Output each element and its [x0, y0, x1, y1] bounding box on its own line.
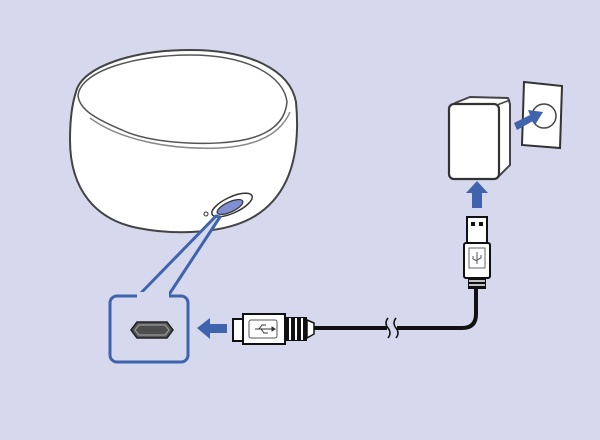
usb-symbol-icon — [255, 324, 276, 334]
arrow-to-outlet-icon — [514, 110, 543, 130]
power-adapter-icon — [447, 96, 511, 181]
usb-a-plug-icon — [463, 216, 491, 289]
cable-break-mark — [385, 317, 399, 339]
micro-usb-port-callout — [108, 214, 222, 364]
arrow-up-icon — [466, 181, 488, 208]
wall-outlet-icon — [520, 80, 564, 150]
charging-case-icon — [68, 48, 299, 234]
micro-usb-plug-icon — [232, 313, 315, 345]
usb-cable — [314, 288, 478, 330]
arrow-left-icon — [197, 318, 227, 339]
usb-port-on-case — [203, 192, 253, 218]
